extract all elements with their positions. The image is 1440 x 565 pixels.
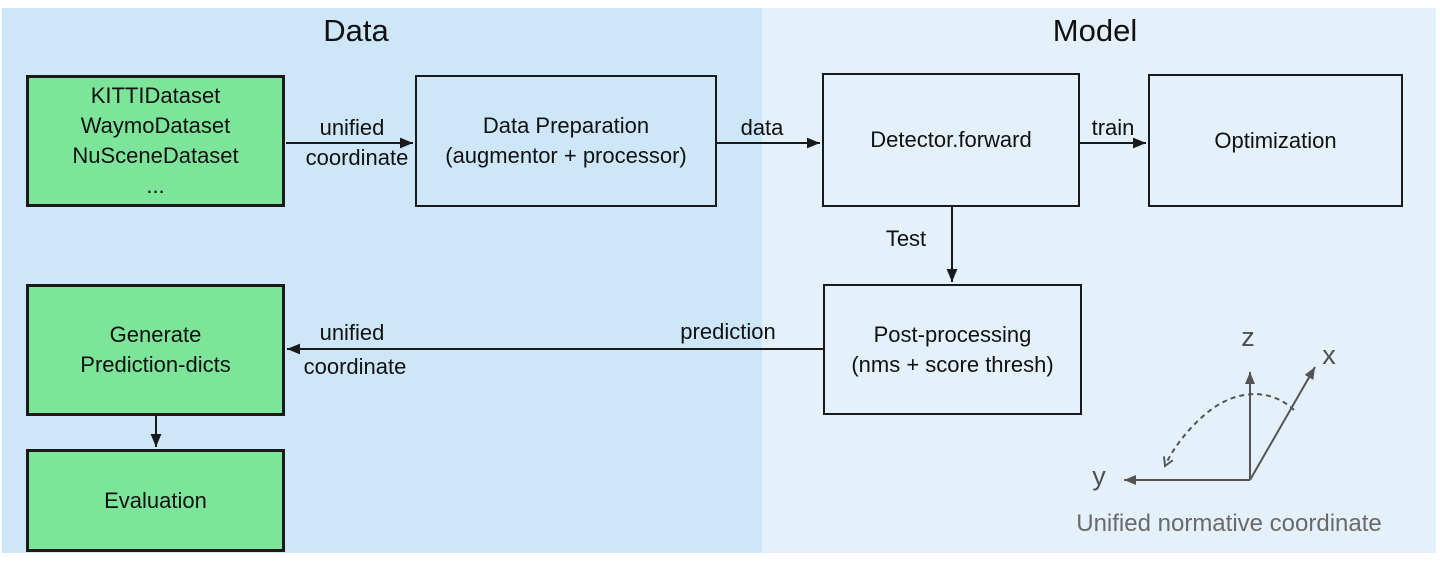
axis-label-z: z: [1241, 322, 1255, 352]
datasets-line: NuSceneDataset: [72, 143, 239, 168]
edge-label-train: train: [1091, 115, 1135, 140]
data-preparation-title: Data Preparation: [482, 113, 650, 138]
datasets-node: KITTIDataset WaymoDataset NuSceneDataset…: [26, 75, 285, 207]
datasets-line: WaymoDataset: [80, 113, 231, 138]
data-preparation-node: Data Preparation (augmentor + processor): [415, 75, 717, 207]
model-section-background: [762, 8, 1436, 553]
data-preparation-subtitle: (augmentor + processor): [445, 143, 687, 168]
coordinate-figure-caption: Unified normative coordinate: [1076, 510, 1382, 537]
data-section-title: Data: [323, 13, 389, 48]
axis-label-y: y: [1092, 461, 1106, 491]
evaluation-label: Evaluation: [104, 487, 207, 513]
post-processing-node: Post-processing (nms + score thresh): [823, 284, 1082, 415]
axis-label-x: x: [1322, 340, 1336, 370]
model-section-title: Model: [1052, 13, 1138, 48]
edge-label-coordinate-out: coordinate: [303, 354, 407, 379]
datasets-line: ...: [146, 173, 165, 198]
optimization-label: Optimization: [1214, 127, 1337, 153]
optimization-node: Optimization: [1148, 74, 1403, 207]
edge-label-unified-out: unified: [319, 320, 385, 345]
generate-prediction-dicts-node: Generate Prediction-dicts: [26, 284, 285, 416]
edge-label-data: data: [740, 115, 784, 140]
edge-label-test: Test: [885, 226, 927, 251]
detector-forward-node: Detector.forward: [822, 73, 1080, 207]
edge-label-unified-in: unified: [319, 115, 385, 140]
post-processing-subtitle: (nms + score thresh): [851, 351, 1054, 377]
datasets-line: KITTIDataset: [90, 83, 221, 108]
detector-forward-label: Detector.forward: [870, 127, 1032, 152]
edge-label-coordinate-in: coordinate: [305, 145, 409, 170]
post-processing-title: Post-processing: [873, 321, 1032, 347]
generate-prediction-line: Prediction-dicts: [80, 352, 231, 377]
edge-label-prediction: prediction: [680, 319, 776, 344]
generate-prediction-line: Generate: [109, 322, 202, 347]
evaluation-node: Evaluation: [26, 449, 285, 552]
